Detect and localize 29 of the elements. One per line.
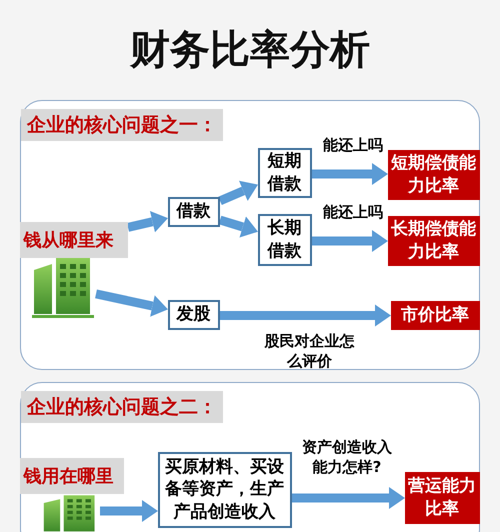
edge-label: 股民对企业怎么评价 (263, 332, 356, 371)
title: 财务比率分析 (128, 26, 371, 75)
arrow (95, 290, 168, 317)
arrow (220, 304, 391, 326)
process-box: 发股 (168, 300, 220, 330)
arrow (312, 163, 388, 185)
arrow (292, 487, 405, 509)
section-heading: 企业的核心问题之二： (21, 391, 223, 423)
process-box: 长期借款 (258, 214, 312, 266)
edge-label: 资产创造收入能力怎样? (301, 438, 393, 477)
process-box: 短期借款 (258, 148, 312, 198)
arrow (312, 230, 388, 252)
edge-label: 能还上吗 (322, 136, 384, 156)
question-label: 钱用在哪里 (20, 458, 124, 494)
arrow (126, 211, 168, 232)
section-heading: 企业的核心问题之一： (21, 109, 223, 141)
ratio-box: 长期偿债能力比率 (388, 216, 480, 266)
building-drawing (32, 256, 96, 318)
arrow (218, 180, 258, 205)
ratio-box: 短期偿债能力比率 (388, 150, 480, 200)
process-box: 借款 (168, 196, 220, 226)
edge-label: 能还上吗 (322, 203, 384, 222)
question-label: 钱从哪里来 (20, 222, 128, 258)
arrow (218, 216, 258, 238)
ratio-box: 营运能力比率 (404, 472, 480, 524)
process-box: 买原材料、买设备等资产，生产产品创造收入 (158, 452, 292, 528)
section-panel (20, 100, 480, 370)
ratio-box: 市价比率 (390, 300, 480, 330)
section-panel (20, 382, 480, 532)
